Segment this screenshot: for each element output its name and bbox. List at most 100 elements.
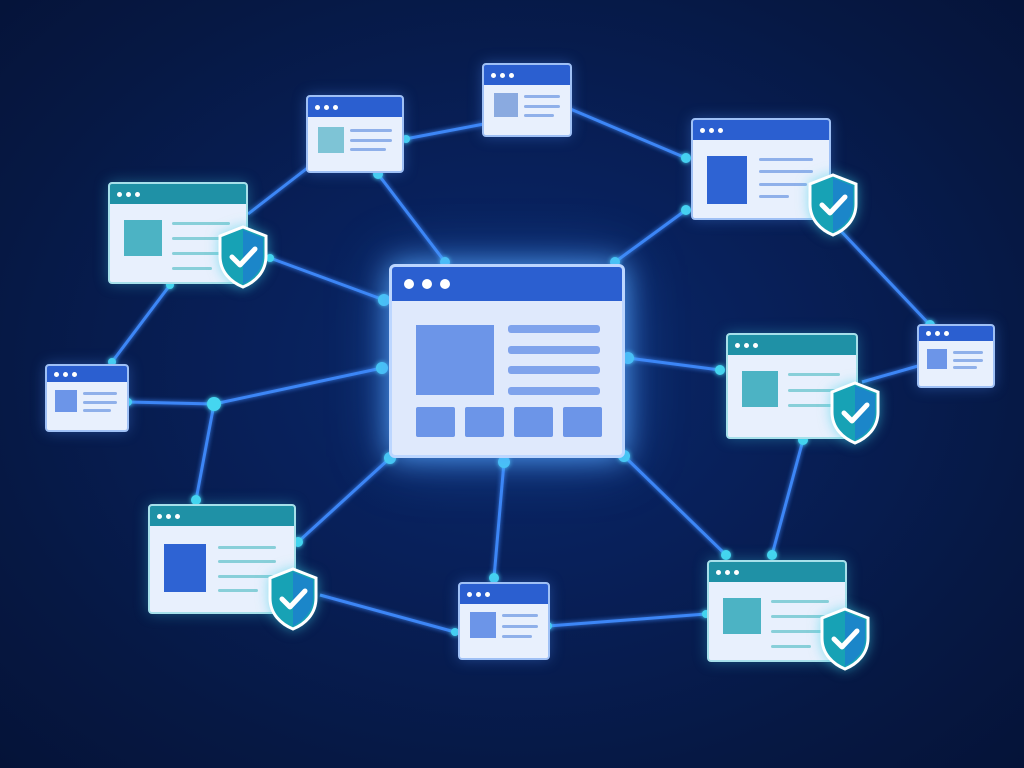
link-main-rightmiddle [627, 356, 721, 372]
window-dot [734, 569, 739, 575]
text-line [218, 546, 276, 549]
window-title-bar [47, 366, 127, 382]
text-line [771, 600, 829, 603]
window-dot [117, 191, 122, 197]
link-topleft-leftupper [247, 164, 311, 216]
link-main-topleft [376, 173, 447, 263]
main-window [389, 264, 625, 458]
node-dot [715, 365, 725, 375]
link-leftupper-leftsmall [110, 284, 172, 363]
link-rightmiddle-farright [861, 364, 919, 384]
link-leftsmall-junction [127, 400, 215, 406]
window-top-left [306, 95, 404, 173]
link-bottomleft-bottomcenter [319, 593, 456, 634]
window-dot [716, 569, 721, 575]
text-line [788, 373, 840, 376]
text-line [172, 252, 230, 255]
link-main-bottomcenter [492, 461, 506, 579]
text-line [350, 138, 392, 142]
window-dot [718, 127, 723, 133]
image-placeholder [927, 349, 947, 369]
text-line [83, 409, 111, 412]
tile [416, 407, 455, 437]
window-title-bar [110, 184, 246, 204]
window-dot [709, 127, 714, 133]
window-far-right [917, 324, 995, 388]
text-lines [502, 614, 538, 638]
window-dot [175, 513, 180, 519]
image-placeholder [416, 325, 494, 395]
text-line [953, 351, 983, 354]
text-lines [83, 392, 117, 412]
window-title-bar [693, 120, 829, 140]
node-dot [266, 254, 274, 262]
tile-row [416, 407, 602, 437]
text-line [502, 635, 532, 638]
text-line [218, 560, 276, 564]
text-line [759, 194, 789, 198]
window-dot [315, 104, 320, 110]
text-lines [172, 222, 230, 270]
window-top-right [691, 118, 831, 220]
text-lines [350, 129, 392, 151]
node-dot [622, 352, 634, 364]
window-dot [126, 191, 131, 197]
window-dot [157, 513, 162, 519]
text-line [172, 222, 230, 225]
text-line [771, 630, 829, 633]
text-lines [771, 600, 829, 648]
tile [514, 407, 553, 437]
text-line [83, 400, 117, 404]
window-dot [725, 569, 730, 575]
link-leftupper-main [269, 256, 385, 302]
text-line [508, 366, 600, 375]
link-main-topright [614, 208, 687, 264]
window-top-center [482, 63, 572, 137]
text-lines [508, 325, 600, 395]
text-line [788, 404, 832, 407]
text-line [218, 588, 258, 592]
text-line [508, 325, 600, 333]
text-line [172, 237, 230, 240]
text-line [524, 114, 554, 117]
window-dot [467, 591, 472, 597]
text-line [350, 129, 392, 132]
node-dot [191, 495, 201, 505]
text-line [508, 386, 600, 395]
image-placeholder [55, 390, 77, 412]
link-junction-main [213, 366, 383, 406]
window-title-bar [150, 506, 294, 526]
text-line [83, 392, 117, 395]
window-title-bar [484, 65, 570, 85]
link-topright-farright [836, 226, 932, 327]
image-placeholder [707, 156, 747, 204]
text-line [788, 388, 840, 392]
shield-check-icon [218, 225, 268, 289]
text-line [759, 182, 807, 186]
window-bottom-center [458, 582, 550, 660]
link-bottomcenter-bottomright [547, 612, 707, 628]
window-dot [63, 371, 68, 377]
node-dot [378, 294, 390, 306]
window-dot [500, 72, 505, 78]
tile [563, 407, 602, 437]
text-line [502, 614, 538, 617]
image-placeholder [742, 371, 778, 407]
node-dot [402, 135, 410, 143]
text-line [502, 624, 538, 628]
window-right-middle [726, 333, 858, 439]
link-topcenter-topright [567, 106, 687, 160]
text-lines [788, 373, 840, 407]
text-line [759, 170, 813, 174]
link-main-bottomright [622, 454, 728, 557]
image-placeholder [318, 127, 344, 153]
shield-check-icon [808, 173, 858, 237]
window-dot [440, 279, 450, 289]
text-line [218, 574, 276, 578]
shield-check-icon [830, 381, 880, 445]
window-dot [735, 342, 740, 348]
window-title-bar [392, 267, 622, 301]
text-line [953, 358, 983, 362]
text-line [771, 645, 811, 648]
